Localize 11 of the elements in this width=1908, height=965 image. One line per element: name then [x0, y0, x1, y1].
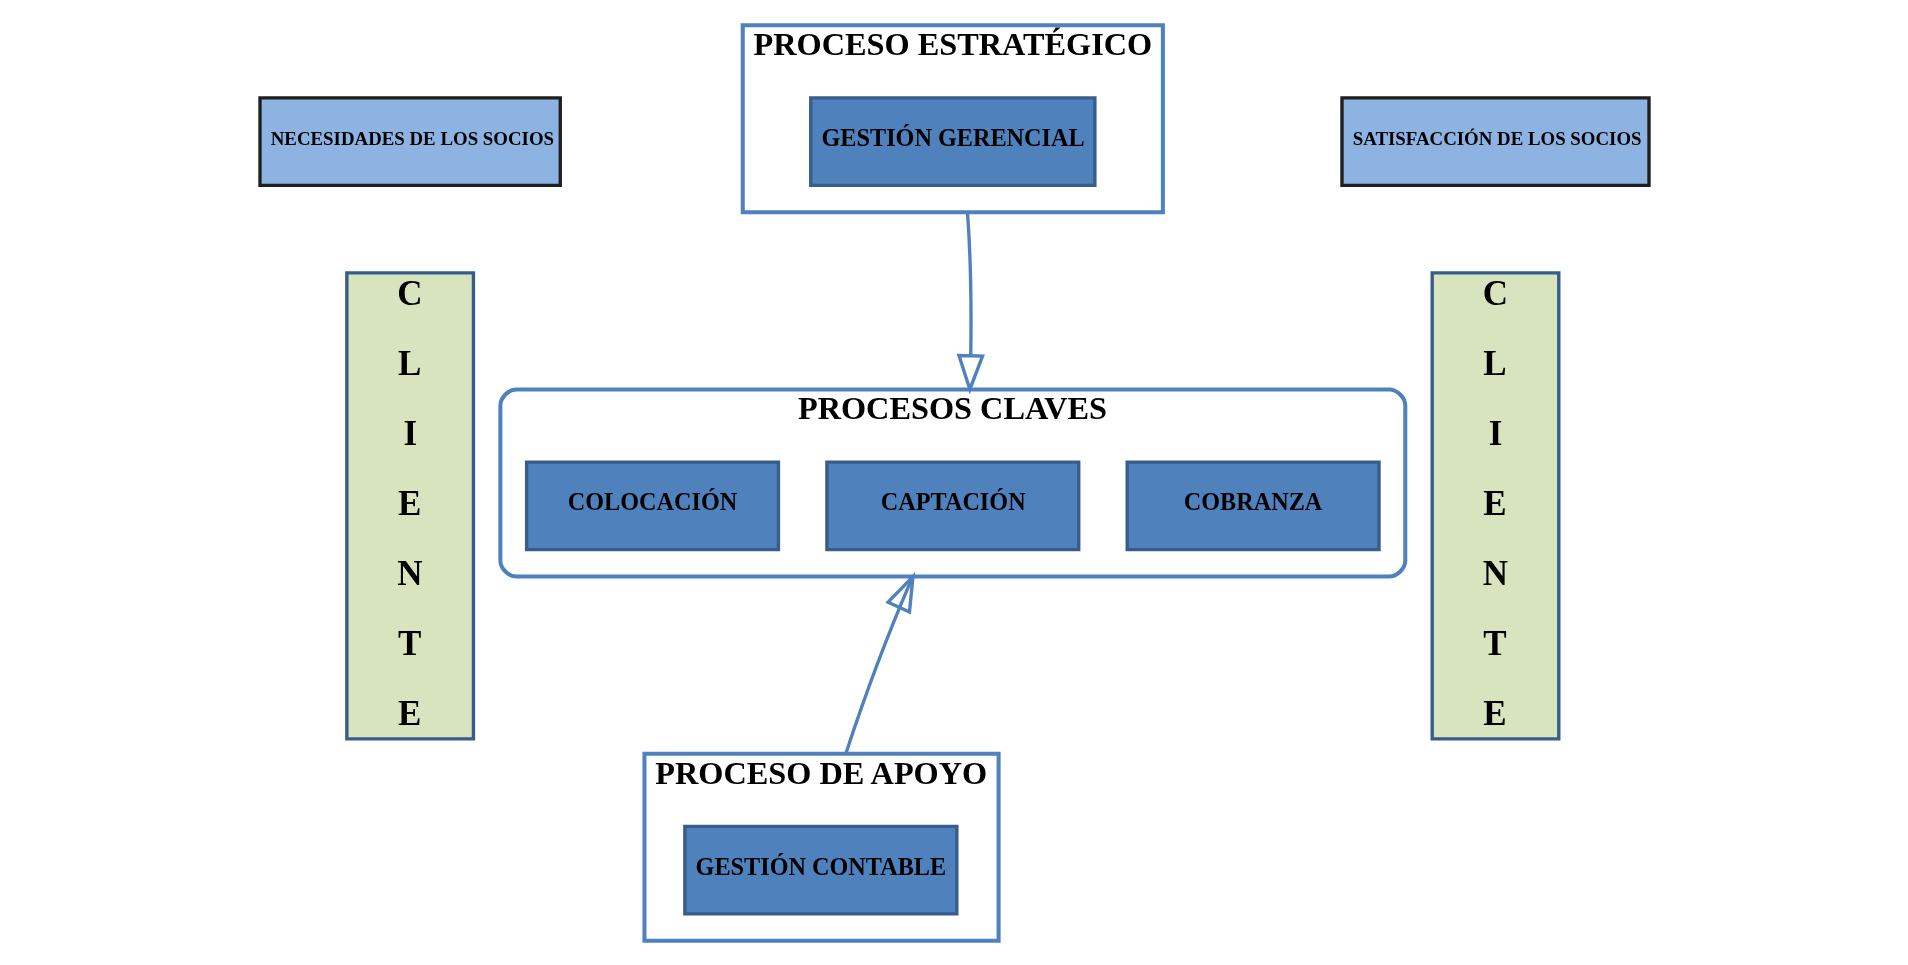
node-box: GESTIÓN CONTABLE — [682, 824, 959, 916]
node-box: C L I E N T E — [1430, 270, 1560, 741]
node-box: C L I E N T E — [344, 270, 475, 741]
arrow — [956, 211, 985, 394]
node-box: SATISFACCIÓN DE LOS SOCIOS — [1339, 95, 1651, 187]
arrow — [843, 571, 915, 754]
node-box: COBRANZA — [1125, 459, 1381, 551]
node-box: NECESIDADES DE LOS SOCIOS — [257, 95, 562, 187]
node-box: GESTIÓN GERENCIAL — [808, 95, 1097, 187]
node-box: COLOCACIÓN — [524, 459, 780, 551]
node-box: CAPTACIÓN — [824, 459, 1080, 551]
